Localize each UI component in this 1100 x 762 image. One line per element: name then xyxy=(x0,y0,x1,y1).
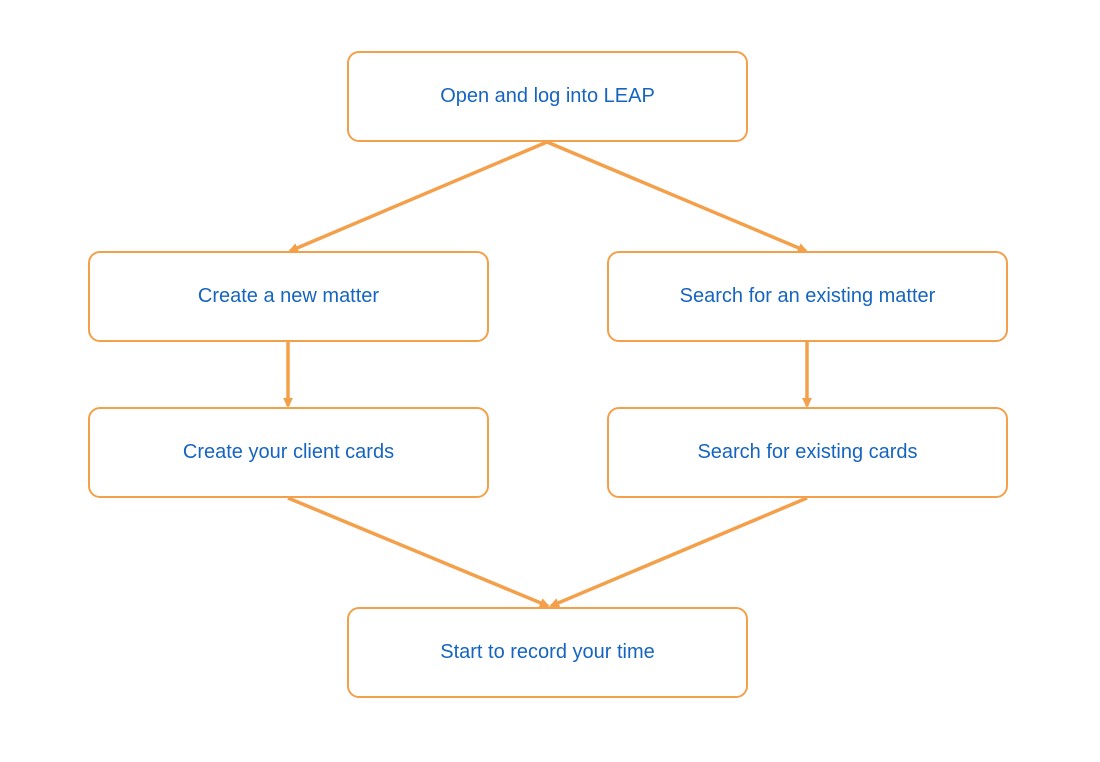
node-label: Search for an existing matter xyxy=(679,285,936,307)
arrow-search-cards-to-record-time xyxy=(549,496,808,608)
node-create-client-cards: Create your client cards xyxy=(88,407,489,498)
node-label: Open and log into LEAP xyxy=(440,85,655,107)
node-record-time: Start to record your time xyxy=(347,607,748,698)
node-label: Create a new matter xyxy=(197,285,380,307)
arrow-create-cards-to-record-time xyxy=(287,496,550,608)
node-label: Create your client cards xyxy=(182,441,395,463)
arrow-start-to-search-matter xyxy=(546,140,808,253)
node-search-existing-cards: Search for existing cards xyxy=(607,407,1008,498)
node-search-existing-matter: Search for an existing matter xyxy=(607,251,1008,342)
node-label: Start to record your time xyxy=(440,641,655,663)
node-open-and-log-into-leap: Open and log into LEAP xyxy=(347,51,748,142)
arrow-start-to-create-matter xyxy=(288,140,548,253)
node-create-new-matter: Create a new matter xyxy=(88,251,489,342)
node-label: Search for existing cards xyxy=(697,441,918,463)
